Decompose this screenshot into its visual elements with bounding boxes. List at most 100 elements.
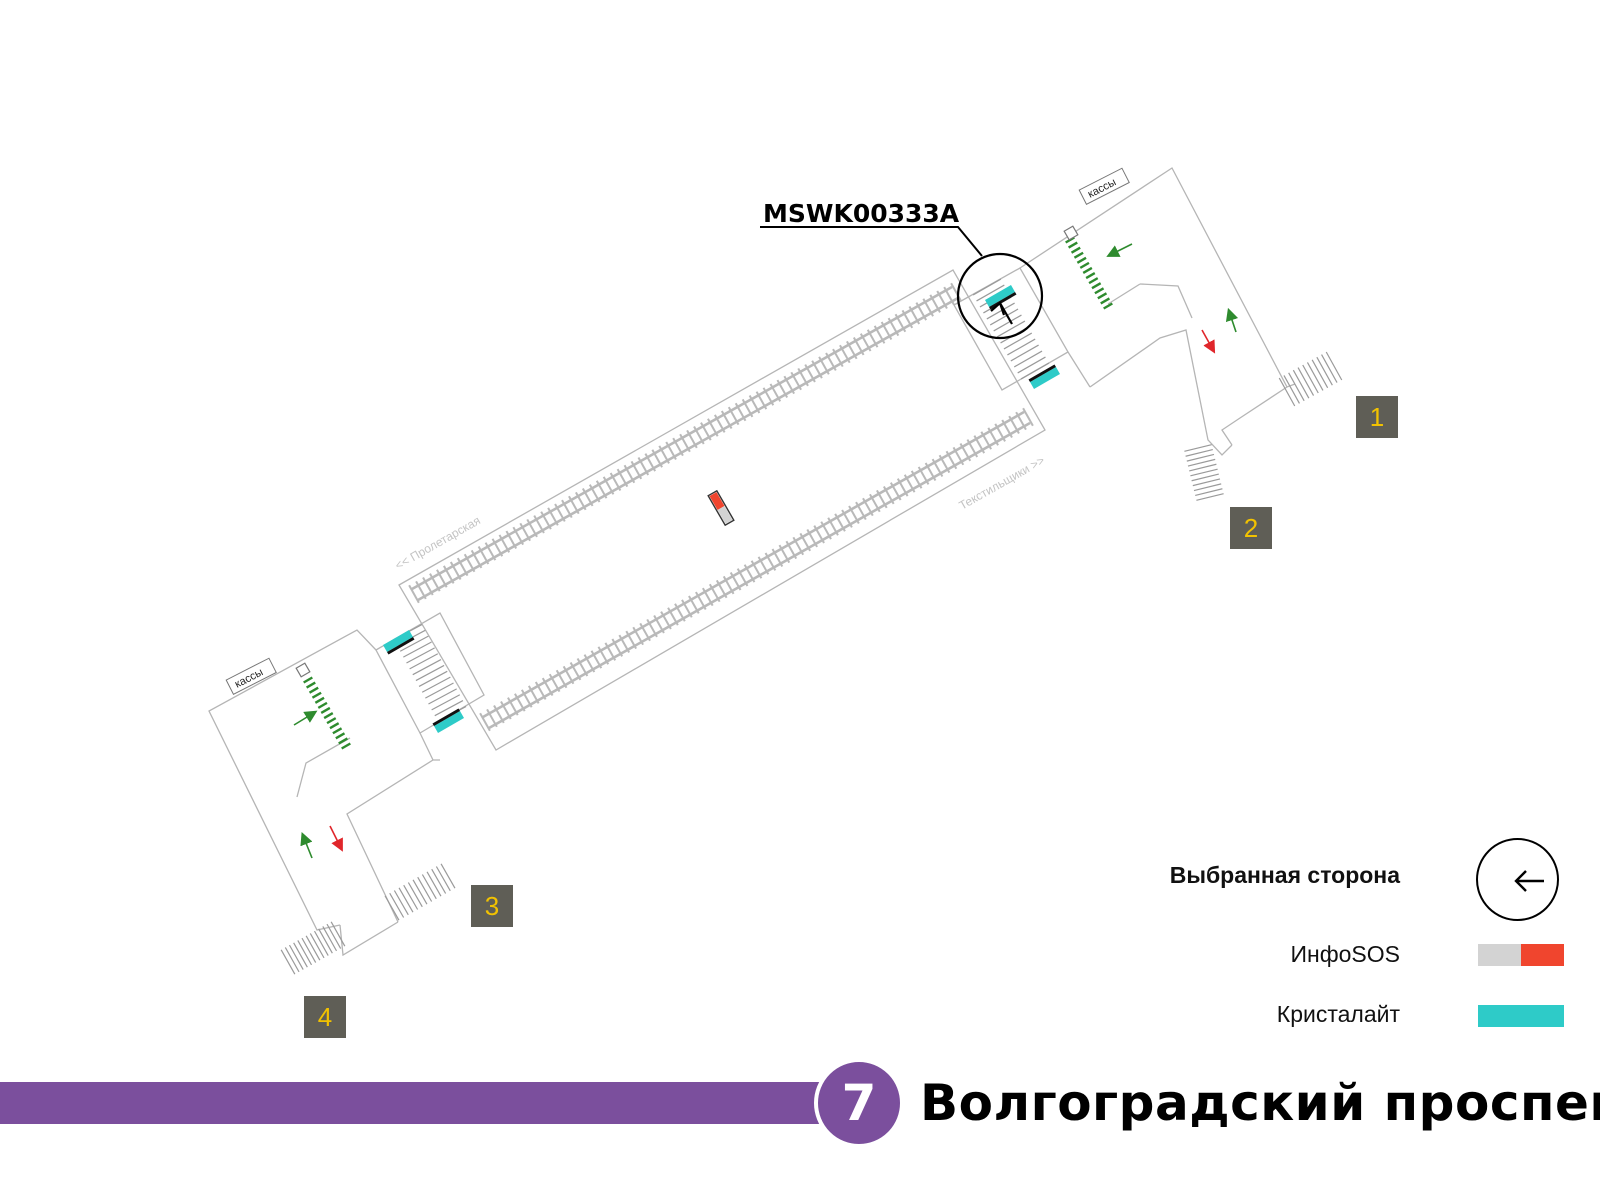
turnstiles-west-line xyxy=(323,712,334,720)
track-upper xyxy=(408,282,962,604)
west-arrow-up xyxy=(300,832,313,859)
stairs-west-line xyxy=(421,676,451,693)
turnstiles-west-line xyxy=(341,742,351,750)
stairs-exit1-line xyxy=(1316,356,1333,386)
stairs-exit3-line xyxy=(417,876,433,902)
kristalight-screens xyxy=(383,285,1060,733)
stairs-west-line xyxy=(428,688,457,705)
stairs-west-line xyxy=(425,682,454,699)
stairs-exit4-line xyxy=(284,947,300,973)
stairs-east-line xyxy=(1003,332,1033,350)
west-kiosk xyxy=(295,662,311,678)
stairs-exit2-line xyxy=(1187,458,1216,467)
metro-line-bar xyxy=(0,1082,830,1124)
stairs-east-line xyxy=(976,284,1005,302)
stairs-exit2-line xyxy=(1185,448,1213,457)
stairs-exit1-line xyxy=(1292,369,1310,399)
stairs-exit1-line xyxy=(1311,359,1329,389)
stairs-exit3-line xyxy=(435,866,451,892)
stairs-exit2-line xyxy=(1196,493,1224,501)
stairs-west-line xyxy=(399,635,429,652)
stairs-exit2-line xyxy=(1186,453,1215,462)
stairs-exit4-line xyxy=(305,935,321,961)
stairs-exit2-line xyxy=(1191,473,1219,482)
stairs-exit2-line xyxy=(1189,463,1217,472)
turnstiles-west-line xyxy=(311,691,322,699)
east-kassa: кассы xyxy=(1078,167,1130,205)
turnstiles-east-line xyxy=(1091,282,1102,290)
stairs-exit1-line xyxy=(1288,372,1305,402)
turnstiles-east-line xyxy=(1097,292,1108,300)
west-stairs xyxy=(375,612,485,734)
stairs-east-line xyxy=(993,314,1022,332)
turnstiles-east-line xyxy=(1082,266,1093,274)
turnstiles-east-line xyxy=(1073,251,1084,259)
turnstiles-west-line xyxy=(326,717,337,725)
callout-leader xyxy=(760,226,983,257)
track-lower xyxy=(479,407,1034,732)
stairs-exit1-line xyxy=(1306,362,1324,391)
stairs-exit2-line xyxy=(1190,468,1218,477)
exit-4-stairs xyxy=(280,921,346,975)
kristalight-screen-west-1 xyxy=(383,630,415,655)
stairs-exit2-line xyxy=(1192,478,1221,487)
turnstiles-east-line xyxy=(1076,256,1087,264)
stairs-exit3-line xyxy=(421,874,437,900)
arrow-up-icon xyxy=(990,301,1013,325)
turnstiles-east-line xyxy=(1079,261,1090,269)
exit-1-stairs xyxy=(1278,351,1343,407)
turnstiles-west-line xyxy=(329,722,340,730)
west-kassa: кассы xyxy=(225,657,277,695)
ties-upper-line xyxy=(408,584,420,604)
legend-kristalight-label: Кристалайт xyxy=(1276,1001,1400,1027)
legend-infosos-label: ИнфоSOS xyxy=(1290,941,1400,967)
turnstiles-west-line xyxy=(308,686,319,694)
arrow-left-icon xyxy=(1514,870,1544,892)
kristalight-screen-west-2 xyxy=(432,708,464,733)
stairs-exit4-line xyxy=(326,923,342,949)
turnstiles-east-line xyxy=(1085,272,1096,280)
stairs-west-line xyxy=(409,653,439,670)
west-vestibule: кассы xyxy=(208,629,456,975)
east-arrow-up xyxy=(1225,307,1239,333)
turnstiles-east-line xyxy=(1088,277,1099,285)
turnstiles-west-line xyxy=(305,681,316,689)
legend-selected-side-label: Выбранная сторона xyxy=(1169,862,1400,888)
stairs-exit3-line xyxy=(389,892,405,918)
stairs-east-line xyxy=(1007,338,1036,356)
selected-side-circle xyxy=(956,252,1044,340)
stairs-exit4-line xyxy=(309,933,325,959)
device-id-label: MSWK00333A xyxy=(763,199,960,228)
east-arrow-in xyxy=(1106,243,1133,257)
stairs-east-line xyxy=(1020,362,1050,380)
direction-right-label: Текстильщики >> xyxy=(957,453,1047,512)
turnstiles-west-line xyxy=(317,701,328,709)
ties-lower-line xyxy=(1022,407,1034,427)
stairs-east-line xyxy=(1017,356,1046,374)
stairs-exit2-line xyxy=(1193,483,1222,492)
stairs-exit4-line xyxy=(288,944,304,970)
legend-kristalight-swatch xyxy=(1478,1005,1564,1027)
stairs-exit1-line xyxy=(1325,351,1343,381)
stairs-east-line xyxy=(996,320,1026,338)
turnstiles-west-line xyxy=(303,676,313,684)
east-kiosk xyxy=(1063,225,1079,241)
legend-infosos-swatch xyxy=(1478,944,1564,966)
stairs-exit3-line xyxy=(384,895,400,921)
stairs-east-line xyxy=(989,308,1019,326)
stairs-exit4-line xyxy=(313,930,329,956)
exit-box-2: 2 xyxy=(1230,507,1272,549)
legend-selected-side-circle xyxy=(1476,838,1559,921)
stairs-exit1-line xyxy=(1321,354,1338,383)
exit-3-number: 3 xyxy=(485,891,499,921)
stairs-east-line xyxy=(986,302,1015,320)
kristalight-screen-east-2 xyxy=(1028,364,1060,389)
stairs-east-line xyxy=(1013,350,1043,368)
east-vestibule: кассы xyxy=(1019,167,1343,501)
device-callout: MSWK00333A xyxy=(760,199,1044,340)
stairs-east-line xyxy=(972,278,1002,296)
stairs-west-line xyxy=(434,700,464,717)
turnstiles-west-line xyxy=(314,696,325,704)
infosos-device xyxy=(707,489,735,527)
stairs-west-line xyxy=(431,694,461,711)
